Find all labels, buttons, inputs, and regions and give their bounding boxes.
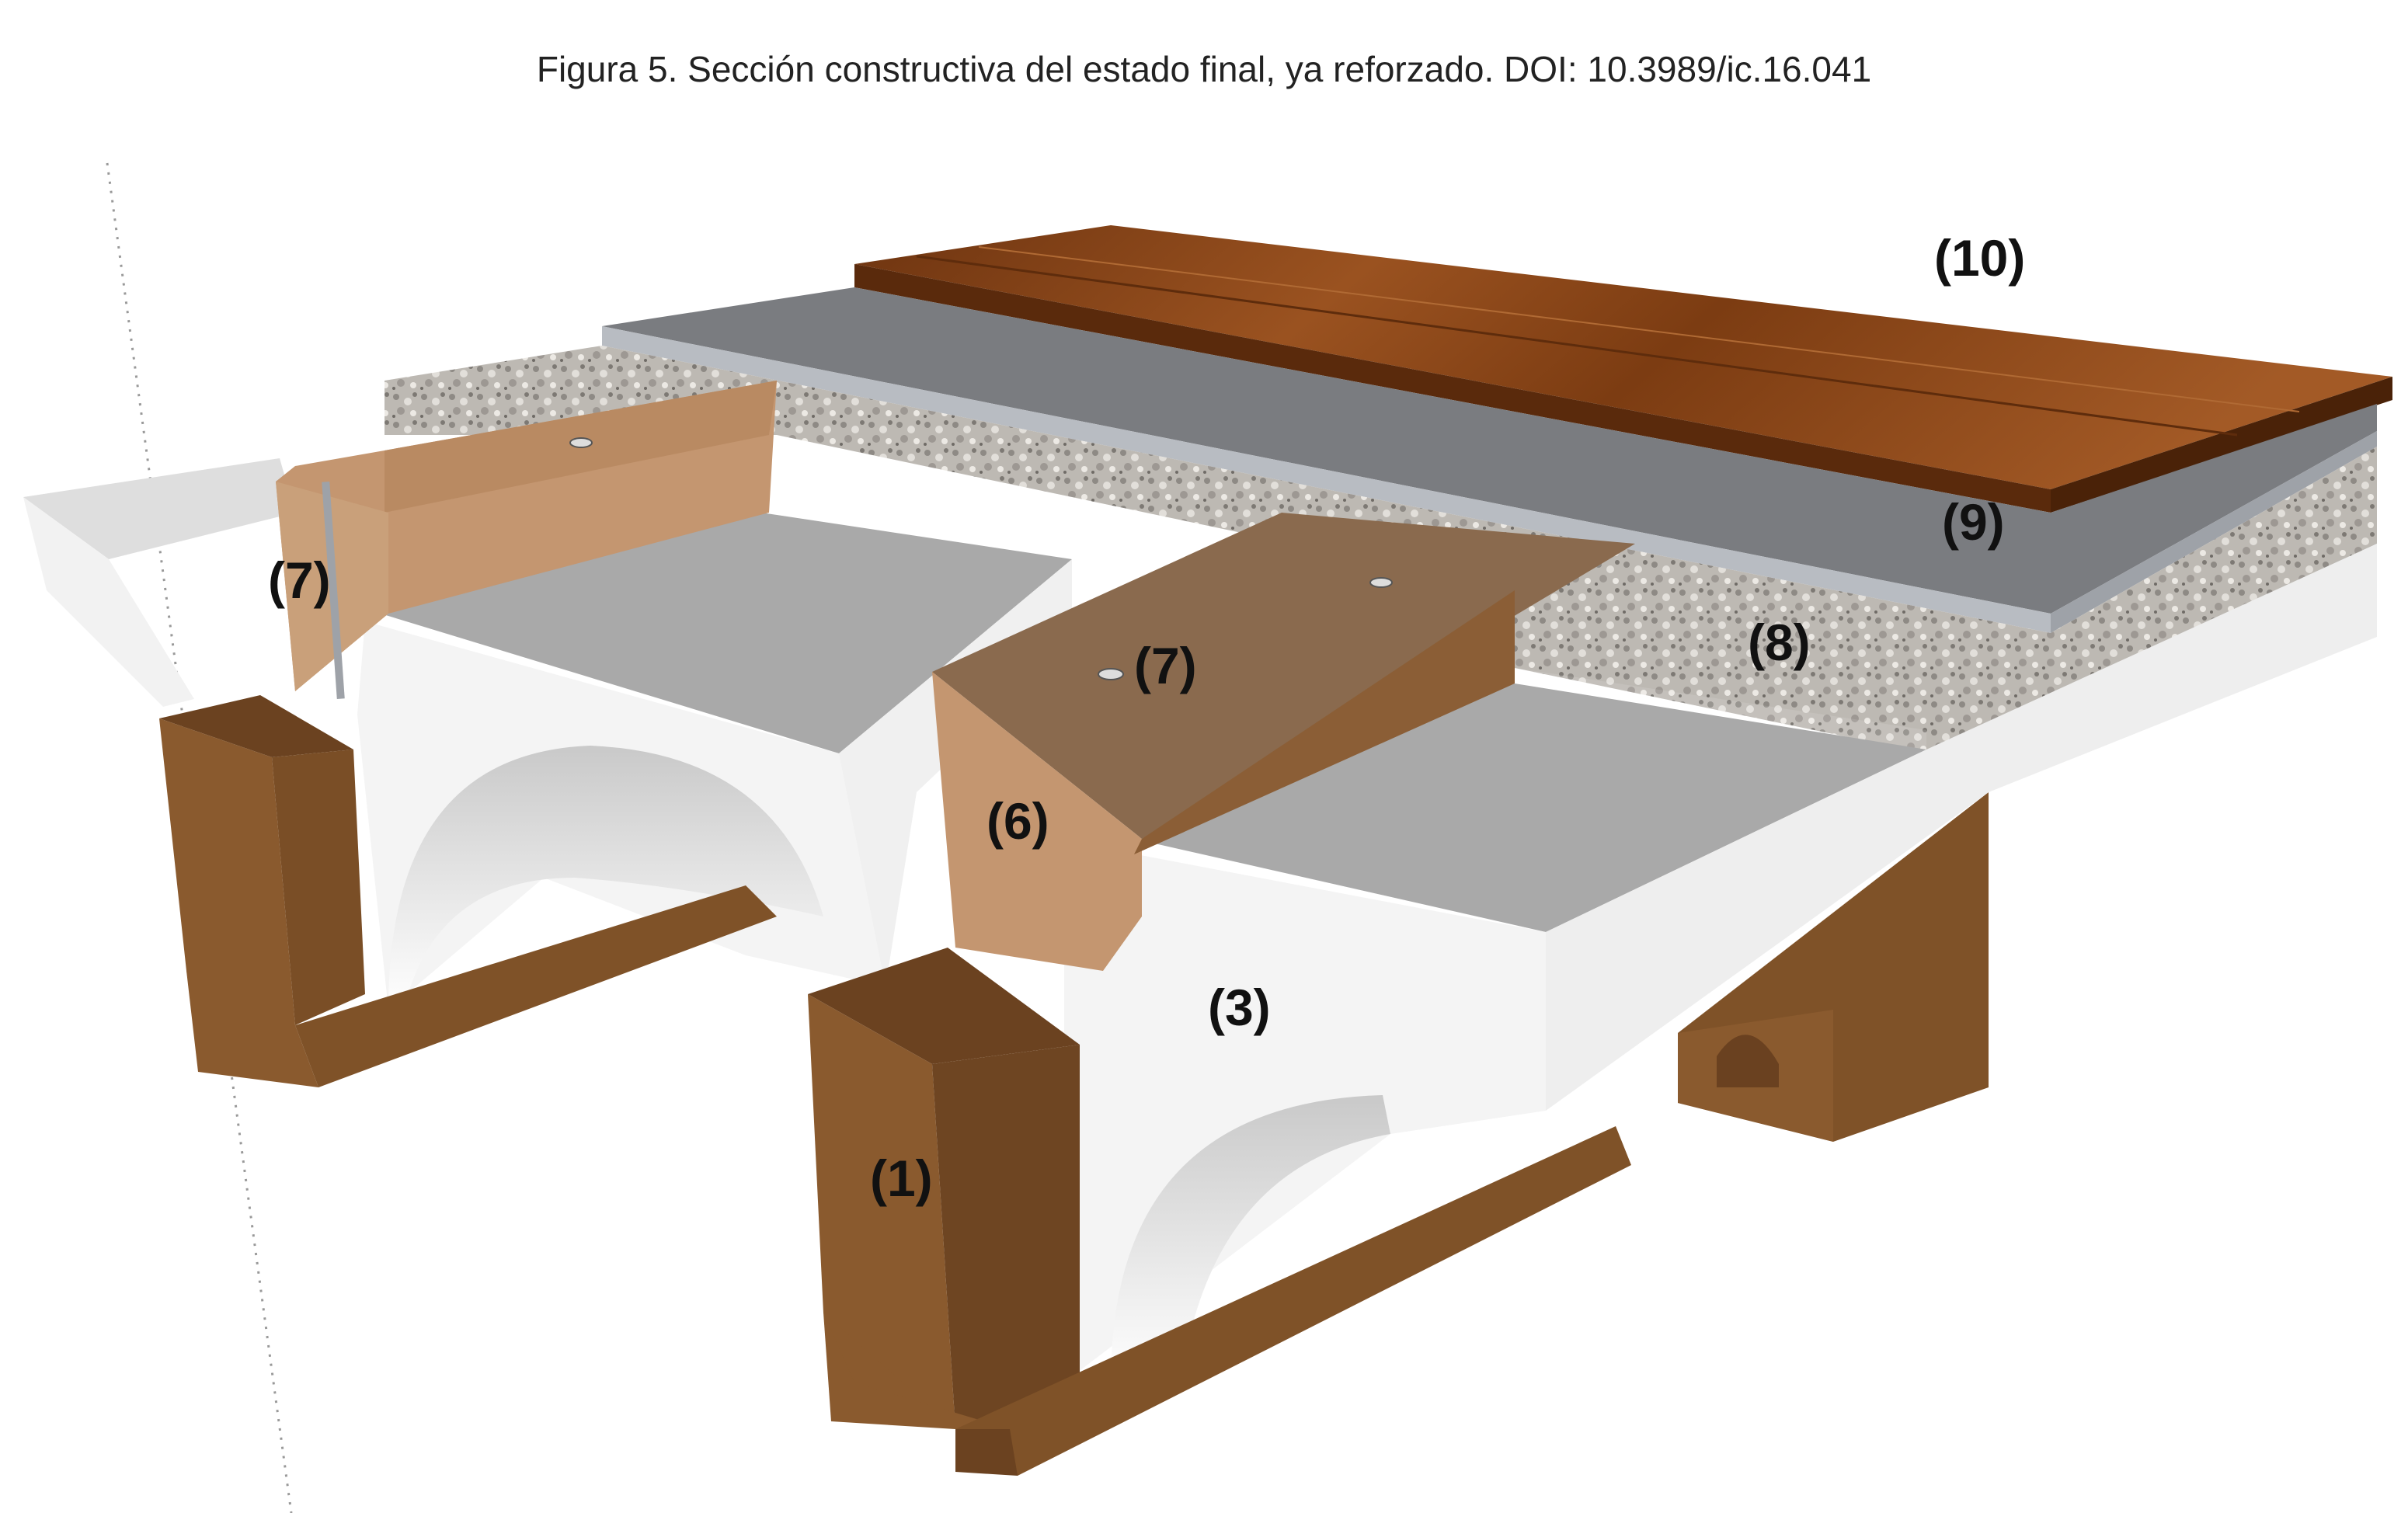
figure-caption: Figura 5. Sección constructiva del estad… [536, 49, 1872, 89]
vault-slab-left [23, 458, 1072, 1010]
old-beam-left [159, 695, 777, 1087]
label-7-center: (7) [1134, 637, 1197, 694]
wood-floor-layer [854, 225, 2392, 513]
vault-slab-right [1064, 544, 2377, 1383]
label-6: (6) [987, 792, 1049, 850]
grey-slab-layer [602, 287, 2377, 633]
label-7-left: (7) [268, 551, 331, 609]
label-10: (10) [1934, 229, 2025, 287]
new-timber-left [276, 381, 777, 700]
old-beam-center [808, 948, 1631, 1476]
label-8: (8) [1748, 614, 1811, 671]
label-1: (1) [870, 1150, 933, 1207]
rear-beam-right [1678, 792, 1989, 1142]
new-timber-center [932, 513, 1635, 971]
label-3: (3) [1208, 979, 1271, 1036]
label-9: (9) [1942, 493, 2005, 551]
